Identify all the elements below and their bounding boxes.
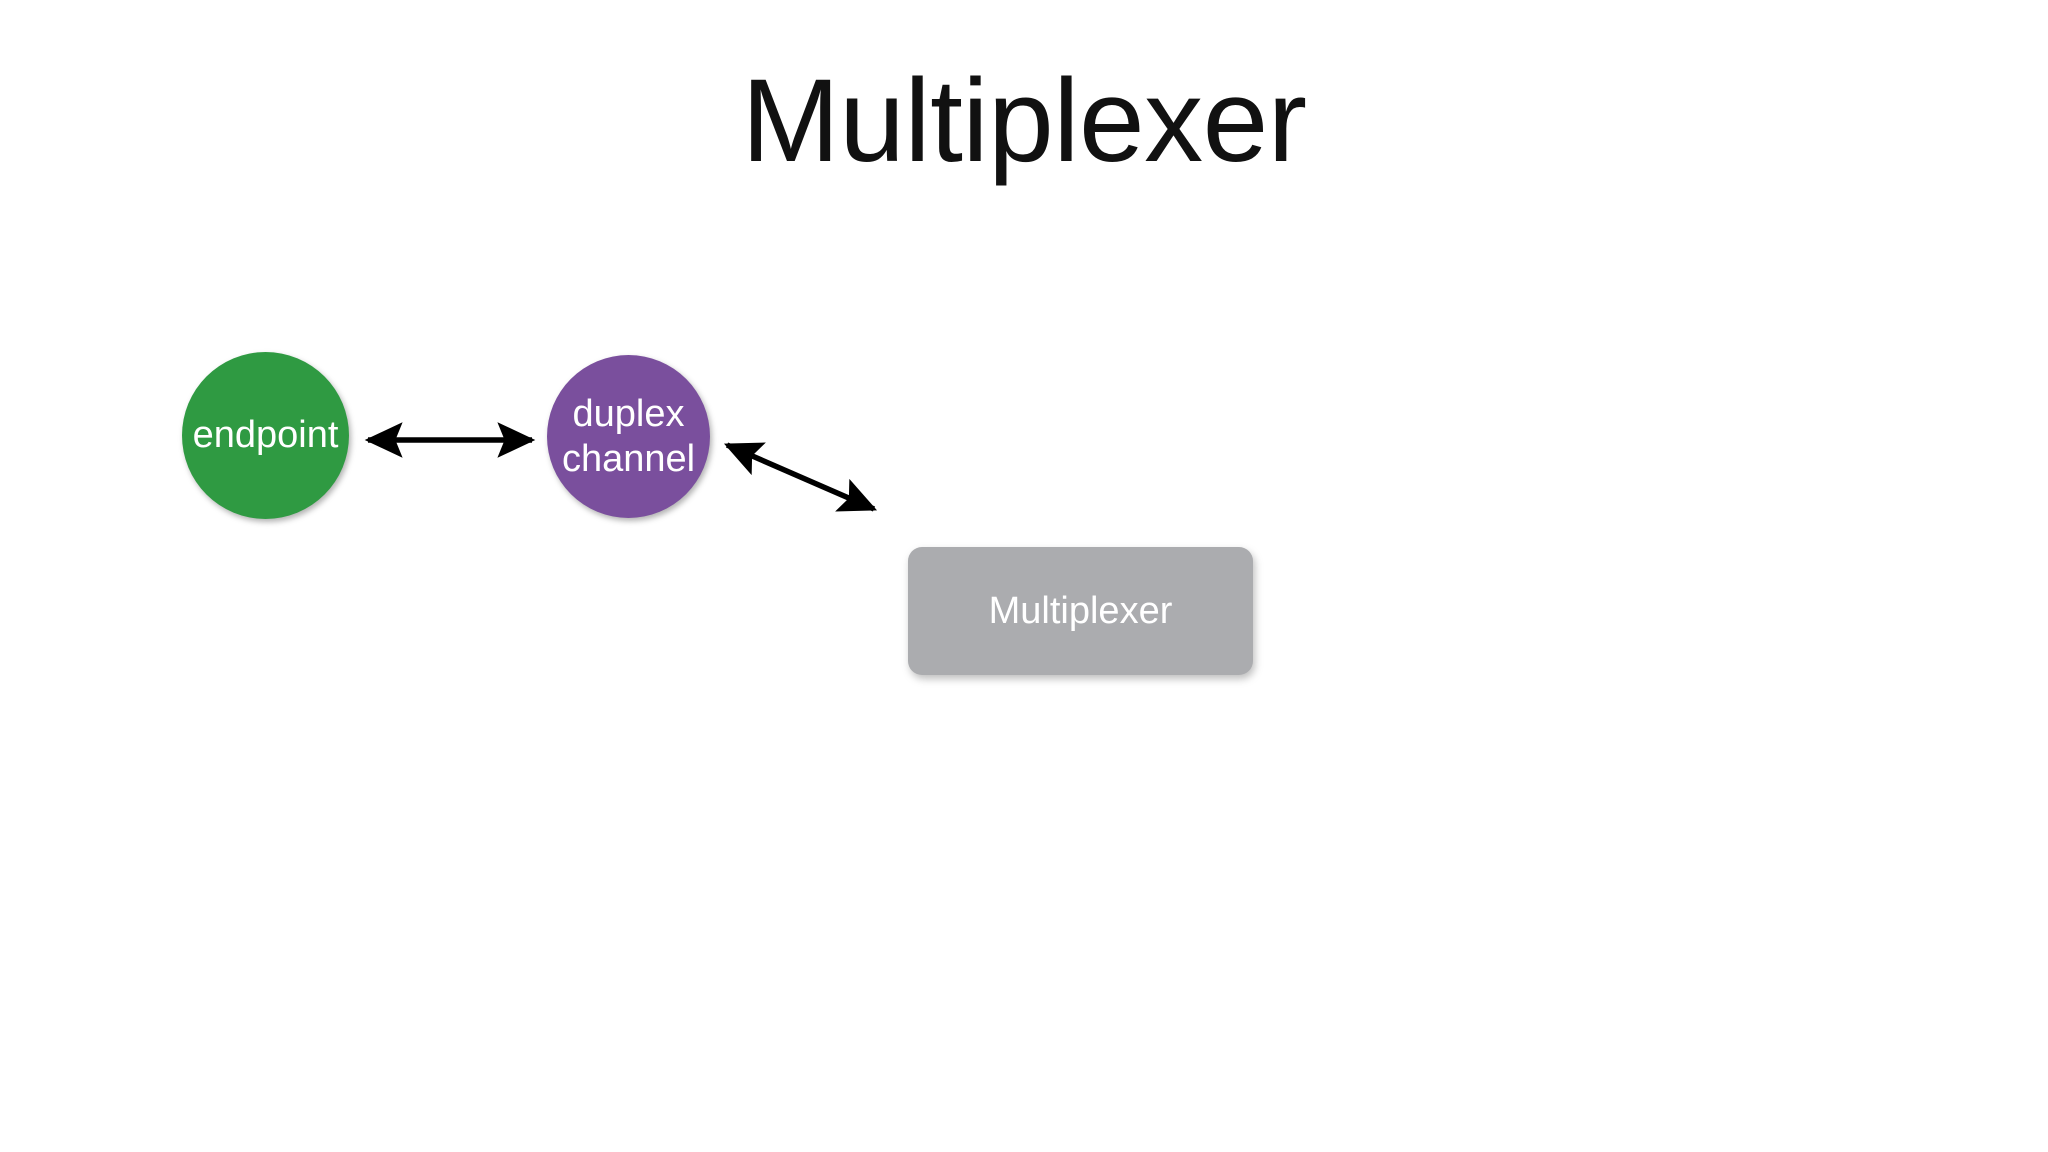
node-multiplexer[interactable]: Multiplexer xyxy=(908,547,1253,675)
node-duplex-channel[interactable]: duplex channel xyxy=(547,355,710,518)
node-duplex-channel-label: duplex channel xyxy=(561,393,696,480)
connector-duplex-channel-to-multiplexer xyxy=(723,442,878,512)
node-endpoint-label: endpoint xyxy=(192,414,339,457)
node-endpoint[interactable]: endpoint xyxy=(182,352,349,519)
node-multiplexer-label: Multiplexer xyxy=(988,589,1173,632)
page-title: Multiplexer xyxy=(741,55,1307,187)
